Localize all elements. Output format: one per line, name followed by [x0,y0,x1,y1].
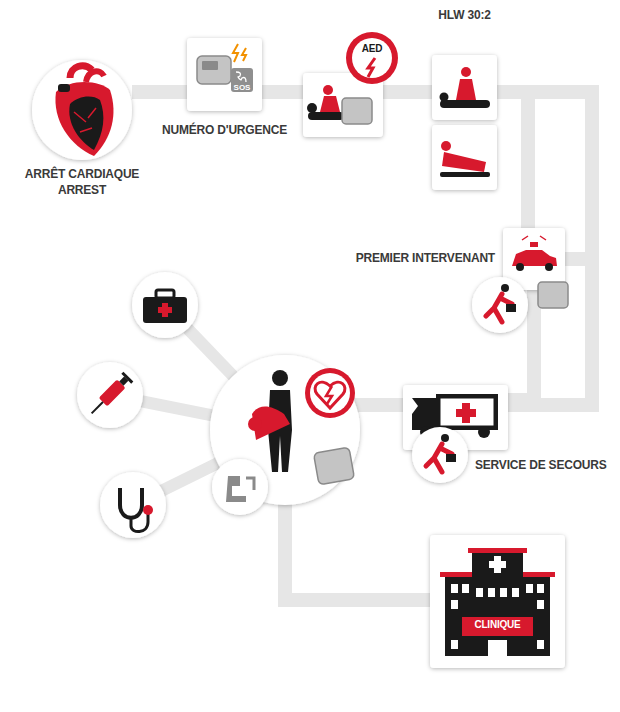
heart-icon [32,60,132,160]
emergency-node: NUMÉRO D'URGENCE [187,38,262,111]
clinic-node: CLINIQUE [430,535,565,668]
rescue-service-node: SERVICE DE SECOURS [403,385,508,450]
emergency-icon [187,38,262,111]
node-label: ARRÊT CARDIAQUE ARREST [22,166,142,198]
clinic-icon [430,535,565,668]
cpr-icon [432,55,497,190]
node-label: HLW 30:2 [417,7,512,23]
cpr-aed-icon [303,32,398,137]
recovery-icon [432,125,497,190]
node-label: CLINIQUE [462,618,533,632]
aed-node: AED [303,73,383,137]
side-track [521,92,535,228]
chain-track [262,85,303,99]
icon-label: SOS [231,84,253,92]
node-label: NUMÉRO D'URGENCE [154,122,295,138]
chain-track [132,85,187,99]
node-label: PREMIER INTERVENANT [338,250,495,266]
cpr-node: HLW 30:2 [432,55,497,120]
node-label: AED [352,42,392,56]
heart-node: ARRÊT CARDIAQUE ARREST [32,60,132,160]
node-label: SERVICE DE SECOURS [475,457,615,473]
advanced-care [77,272,360,538]
first-responder-node: PREMIER INTERVENANT [503,228,565,290]
chain-track [383,85,432,99]
first-responder-icon [472,228,568,333]
